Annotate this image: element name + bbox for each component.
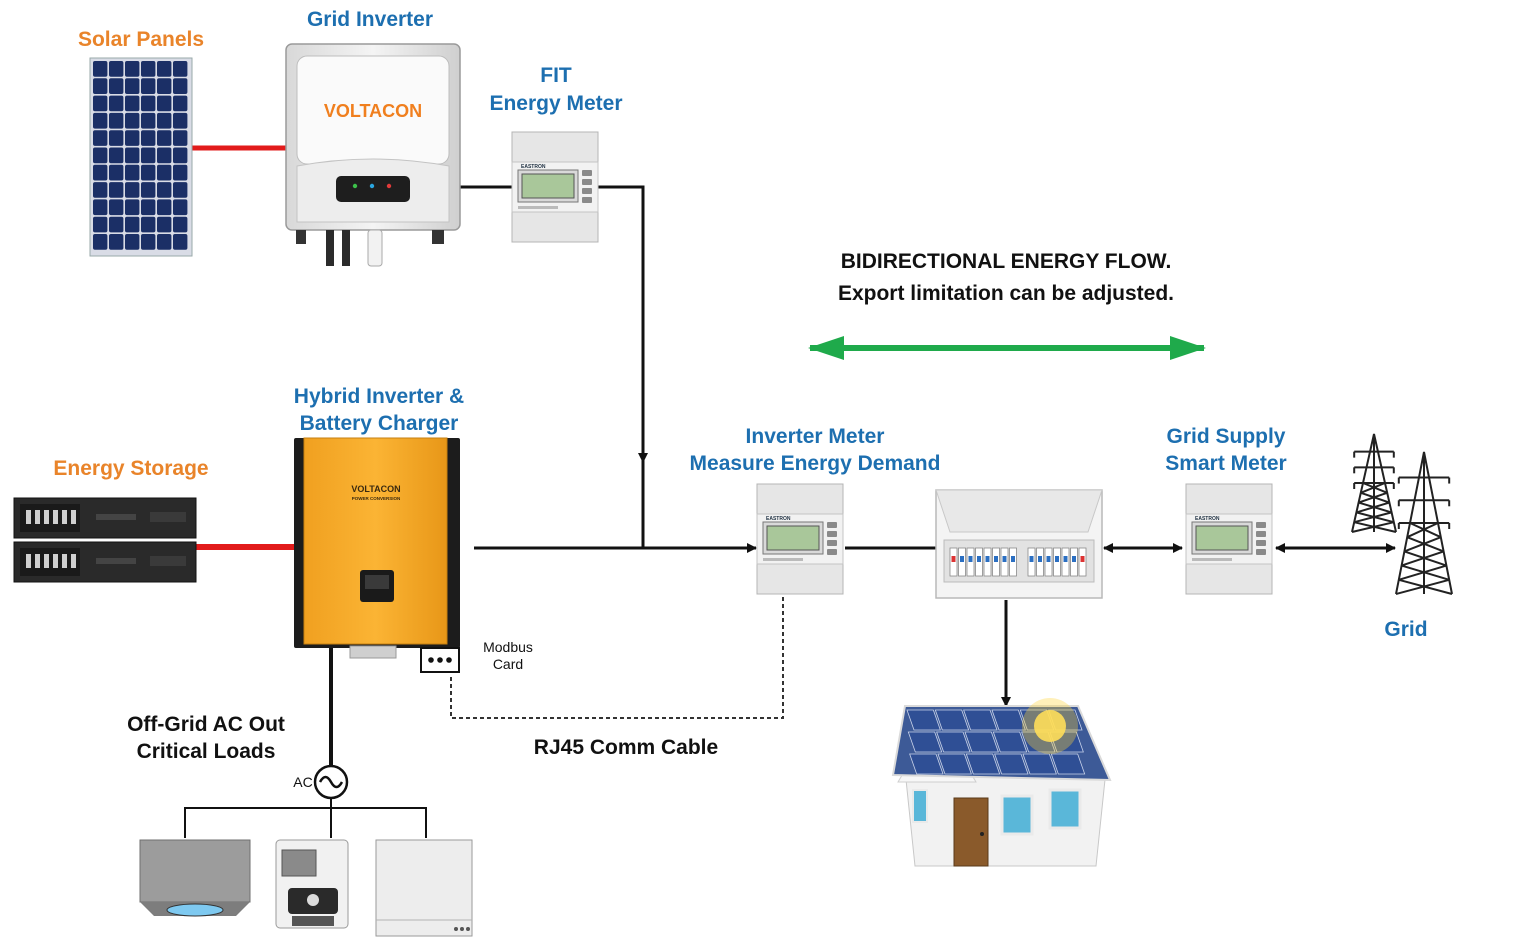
offgrid-label-line1: Off-Grid AC Out (127, 713, 285, 736)
hybrid-inverter-label-line1: Hybrid Inverter & (294, 385, 464, 408)
ac-label: AC (293, 774, 312, 790)
battery-icon (13, 497, 197, 583)
hybrid-inverter-icon: VOLTACON POWER CONVERSION (294, 437, 460, 673)
appliance-icon (375, 839, 473, 937)
fit-label-line1: FIT (540, 64, 572, 87)
pylon-icon (1351, 433, 1453, 595)
labels: Solar Panels Grid Inverter FIT Energy Me… (53, 8, 1427, 790)
modbus-label-line1: Modbus (483, 639, 533, 655)
bidirectional-flow-title: BIDIRECTIONAL ENERGY FLOW. (841, 250, 1172, 273)
offgrid-label-line2: Critical Loads (137, 740, 276, 763)
fit-energy-meter-icon: EASTRON (511, 131, 599, 243)
coffee-machine-icon (275, 839, 349, 929)
grid-inverter-label: Grid Inverter (307, 8, 433, 31)
svg-text:EASTRON: EASTRON (521, 164, 546, 170)
energy-storage-label: Energy Storage (53, 457, 208, 480)
inverter-meter-icon: EASTRON (756, 483, 844, 595)
export-limitation-note: Export limitation can be adjusted. (838, 282, 1174, 305)
inverter-meter-label-line1: Inverter Meter (746, 425, 885, 448)
hybrid-inverter-brand: VOLTACON (351, 484, 400, 494)
hybrid-inverter-label-line2: Battery Charger (300, 412, 459, 435)
cooker-hood-icon (139, 839, 251, 917)
grid-supply-label-line2: Smart Meter (1165, 452, 1286, 475)
fit-label-line2: Energy Meter (489, 92, 622, 115)
modbus-label-line2: Card (493, 656, 523, 672)
svg-text:EASTRON: EASTRON (1195, 516, 1220, 522)
solar-panel-icon (89, 57, 193, 257)
inverter-meter-label-line2: Measure Energy Demand (690, 452, 941, 475)
hybrid-inverter-subbrand: POWER CONVERSION (352, 496, 401, 501)
solar-panels-label: Solar Panels (78, 28, 204, 51)
offgrid-load-bus (184, 807, 427, 838)
consumer-unit-icon (935, 489, 1103, 599)
ac-source-icon (313, 764, 349, 800)
house-icon (891, 698, 1112, 867)
grid-inverter-brand: VOLTACON (324, 101, 422, 121)
connection-lines (184, 145, 1396, 838)
rj45-label: RJ45 Comm Cable (534, 736, 718, 759)
grid-inverter-icon: VOLTACON (285, 43, 461, 267)
rj45-comm-cable (450, 597, 784, 719)
grid-supply-meter-icon: EASTRON (1185, 483, 1273, 595)
svg-text:EASTRON: EASTRON (766, 516, 791, 522)
grid-label: Grid (1384, 618, 1427, 641)
grid-supply-label-line1: Grid Supply (1166, 425, 1285, 448)
ac-line-fit-down (598, 185, 648, 463)
